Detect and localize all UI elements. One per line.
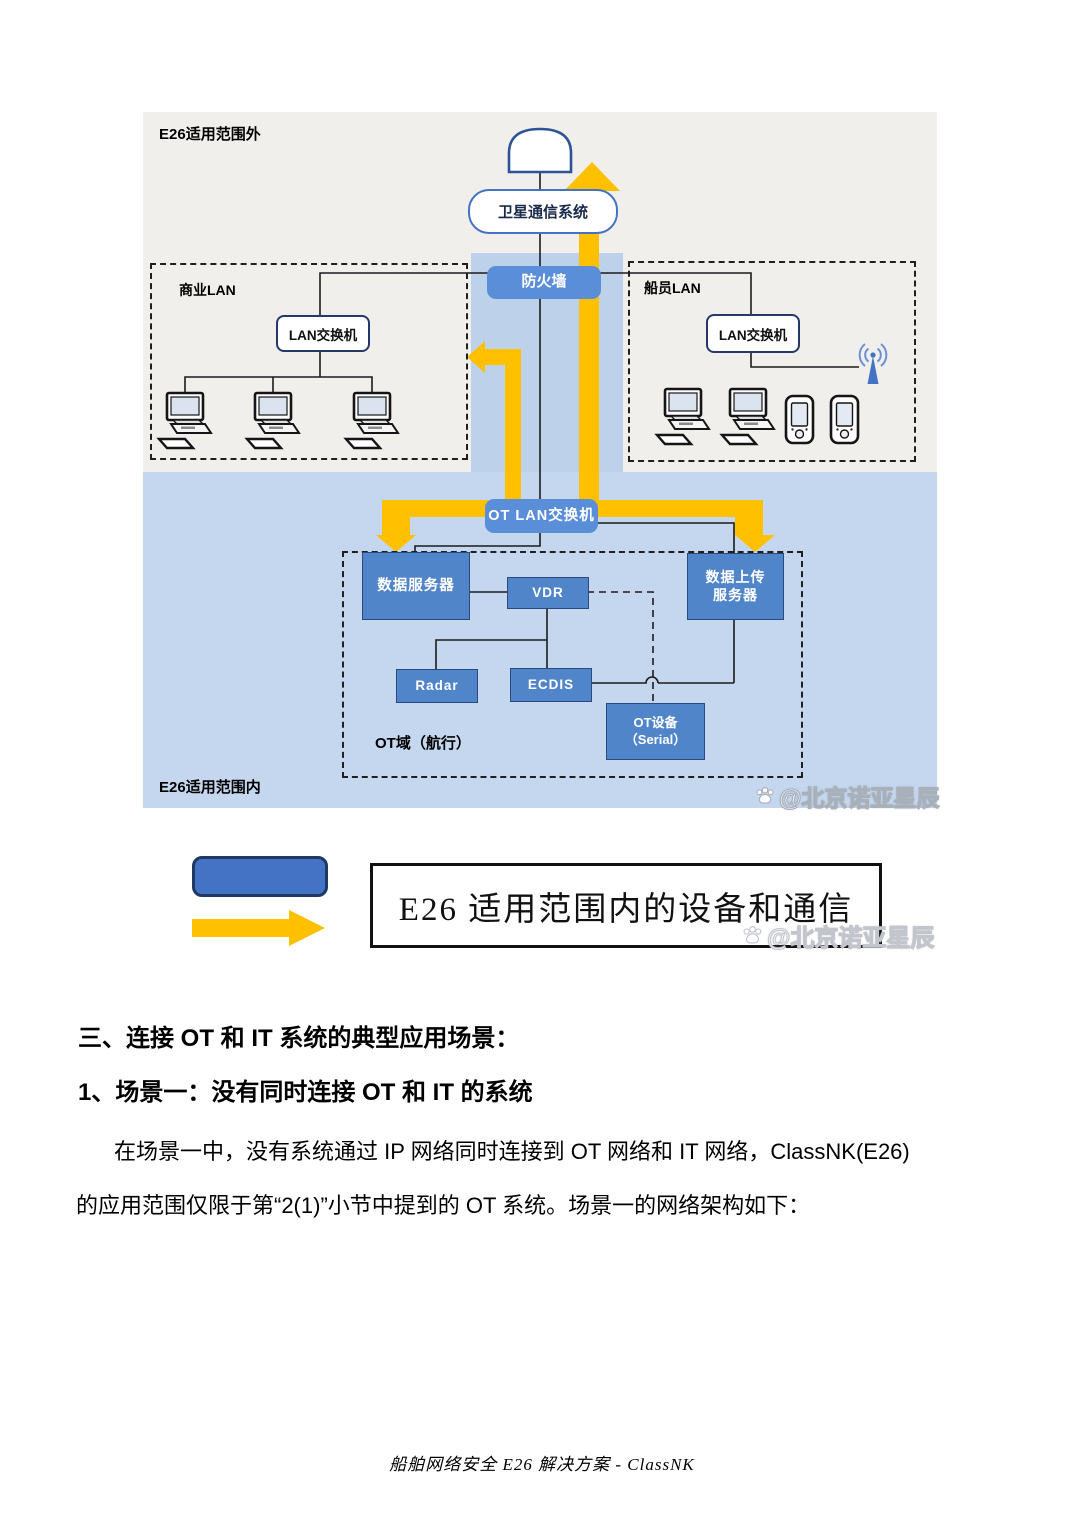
paragraph-line-2: 的应用范围仅限于第“2(1)”小节中提到的 OT 系统。场景一的网络架构如下： [76, 1193, 811, 1218]
legend-arrow-icon [192, 910, 325, 946]
serial-dashed-connector [587, 591, 654, 703]
legend-device-swatch [192, 856, 328, 897]
down-arrow-left [376, 500, 416, 552]
watermark-text: @北京诺亚星辰 [766, 924, 935, 952]
data-upload-server-label-2: 服务器 [713, 586, 758, 603]
paragraph-line-1: 在场景一中，没有系统通过 IP 网络同时连接到 OT 网络和 IT 网络，Cla… [114, 1139, 910, 1164]
radar-label: Radar [415, 677, 459, 693]
ot-lan-switch-node: OT LAN交换机 [485, 499, 598, 533]
vdr-label: VDR [532, 584, 564, 600]
ot-device-label-1: OT设备 [633, 715, 678, 731]
paw-icon [743, 926, 762, 944]
ot-device-label-2: （Serial） [624, 731, 687, 747]
inside-scope-label: E26适用范围内 [159, 779, 261, 796]
ecdis-node: ECDIS [510, 668, 592, 702]
satellite-system-label: 卫星通信系统 [497, 204, 588, 221]
ot-domain-zone [342, 551, 803, 778]
crew-lan-label: 船员LAN [644, 280, 701, 296]
radar-node: Radar [396, 669, 478, 703]
page-footer: 船舶网络安全 E26 解决方案 - ClassNK [389, 1455, 695, 1474]
data-server-node: 数据服务器 [362, 552, 470, 620]
down-arrow-right [735, 500, 775, 552]
data-upload-server-node: 数据上传 服务器 [687, 553, 784, 620]
business-lan-label: 商业LAN [179, 282, 236, 298]
firewall-node: 防火墙 [487, 266, 601, 299]
data-upload-server-label-1: 数据上传 [705, 569, 766, 585]
sub-heading: 1、场景一：没有同时连接 OT 和 IT 的系统 [78, 1079, 533, 1106]
lan-switch-label: LAN交换机 [718, 327, 788, 343]
legend-caption: E26 适用范围内的设备和通信 [398, 891, 854, 928]
satellite-system-node: 卫星通信系统 [468, 189, 618, 234]
ot-lan-switch-label: OT LAN交换机 [488, 507, 595, 524]
up-arrow [564, 162, 620, 500]
legend-caption-box: E26 适用范围内的设备和通信 [370, 863, 882, 948]
ot-device-node: OT设备 （Serial） [606, 703, 705, 760]
watermark-text: @北京诺亚星辰 [778, 784, 940, 811]
lan-switch-crew-node: LAN交换机 [706, 314, 800, 353]
wifi-antenna-icon [858, 343, 888, 384]
ecdis-label: ECDIS [527, 676, 575, 692]
diagram-watermark: @北京诺亚星辰 [755, 779, 940, 813]
legend-watermark: @北京诺亚星辰 [742, 918, 935, 953]
section-heading: 三、连接 OT 和 IT 系统的典型应用场景： [78, 1025, 520, 1052]
network-diagram: E26适用范围外 E26适用范围内 商业LAN 船员LAN OT域（航行） 卫星… [143, 112, 940, 812]
lan-switch-business-node: LAN交换机 [276, 315, 370, 352]
vdr-node: VDR [507, 577, 589, 609]
ot-domain-label: OT域（航行） [375, 735, 471, 752]
satellite-dome-icon [507, 127, 573, 174]
outside-scope-label: E26适用范围外 [159, 126, 261, 143]
firewall-label: 防火墙 [521, 273, 567, 291]
left-arrow [467, 341, 521, 500]
paw-icon [756, 786, 774, 804]
data-server-label: 数据服务器 [377, 577, 455, 594]
lan-switch-label: LAN交换机 [288, 327, 358, 343]
business-lan-zone [150, 263, 468, 460]
crew-lan-zone [628, 261, 916, 462]
